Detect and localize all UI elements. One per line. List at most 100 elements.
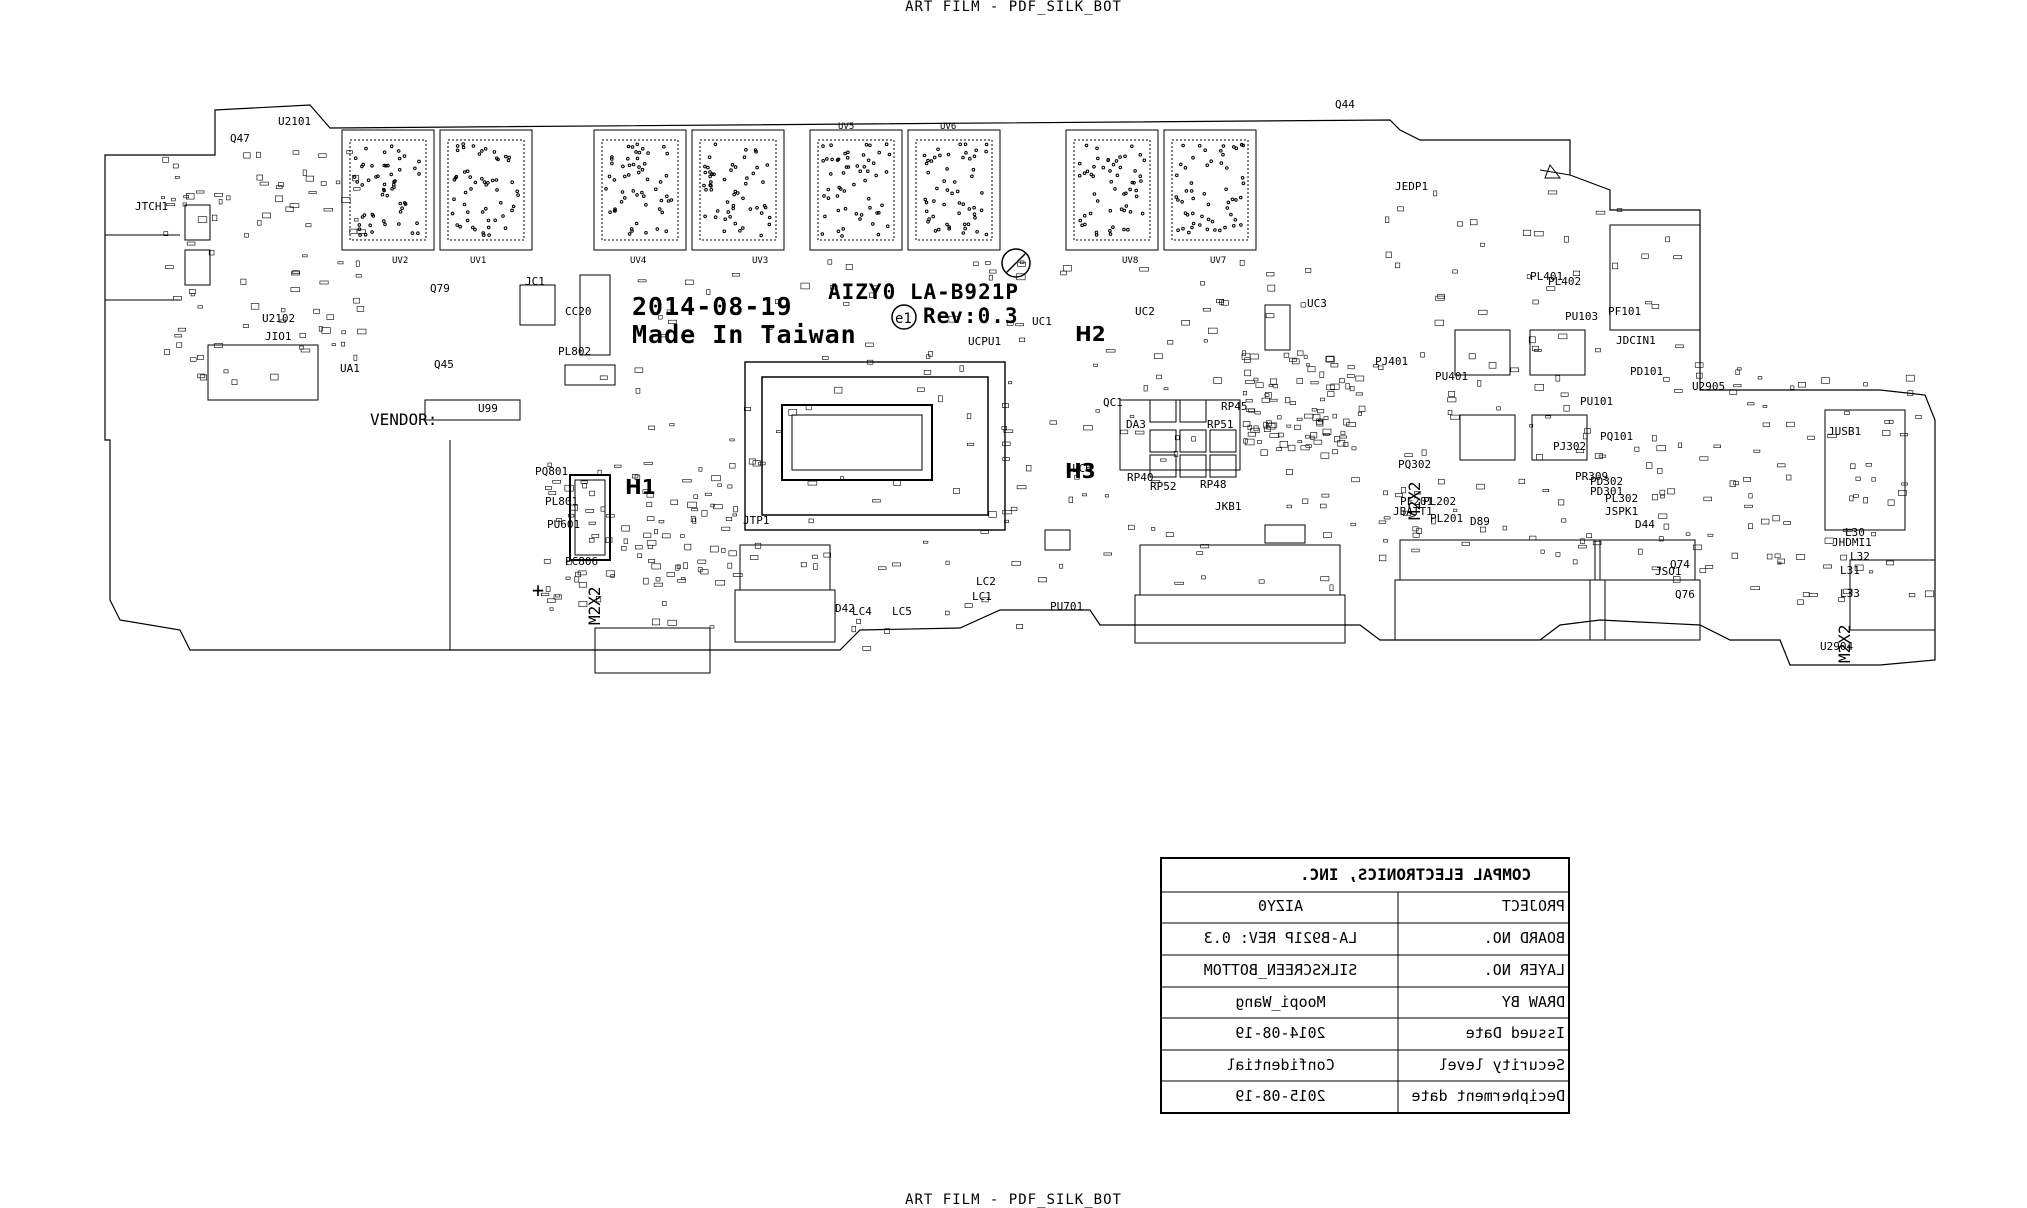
solder-pad-marker [858,217,862,221]
smd-component-marker [243,152,251,159]
smd-component-marker [964,603,973,608]
solder-pad-marker [947,225,952,229]
smd-component-marker [1470,219,1478,226]
smd-component-marker [1270,378,1278,385]
solder-pad-marker [486,181,490,185]
component-label: UC2 [1135,305,1155,318]
smd-component-marker [1594,453,1603,459]
solder-pad-marker [964,151,968,155]
smd-component-marker [568,513,575,518]
smd-component-marker [1452,269,1458,274]
smd-component-marker [1437,294,1445,299]
solder-pad-marker [931,214,936,219]
solder-pad-marker [709,187,714,192]
smd-component-marker [884,628,890,634]
smd-component-marker [340,341,345,347]
solder-pad-marker [1197,143,1202,148]
smd-component-marker [1258,579,1265,584]
solder-pad-marker [932,199,936,203]
smd-component-marker [569,504,579,511]
smd-component-marker [1250,427,1260,433]
solder-pad-marker [1128,210,1133,214]
title-block-value: Confidential [1226,1056,1335,1074]
solder-pad-marker [1221,152,1225,157]
smd-component-marker [1412,532,1420,538]
solder-pad-marker [1206,217,1211,222]
solder-pad-marker [658,180,663,184]
solder-pad-marker [366,178,371,182]
smd-component-marker [319,280,329,285]
smd-component-marker [1268,384,1273,387]
smd-component-marker [1018,337,1025,343]
smd-component-marker [684,279,694,285]
solder-pad-marker [610,161,614,166]
solder-pad-marker [836,229,841,234]
smd-component-marker [733,506,738,513]
smd-component-marker [1242,421,1251,427]
smd-component-marker [1404,453,1413,458]
smd-component-marker [660,333,667,338]
smd-component-marker [1675,344,1684,348]
smd-component-marker [1244,369,1251,377]
smd-component-marker [1300,302,1306,308]
smd-component-marker [308,191,317,194]
smd-component-marker [1595,210,1606,215]
solder-pad-marker [961,202,966,206]
smd-component-marker [1219,298,1224,305]
smd-component-marker [1558,333,1568,340]
component-label: Q76 [1675,588,1695,601]
solder-pad-marker [495,188,499,192]
smd-component-marker [1135,430,1145,435]
solder-pad-marker [1091,174,1095,178]
smd-component-marker [595,595,602,603]
component-label: PJ302 [1553,440,1586,453]
solder-pad-marker [623,196,627,200]
solder-pad-marker [973,216,977,220]
solder-pad-marker [1224,187,1228,192]
smd-component-marker [1203,339,1208,343]
solder-pad-marker [926,158,930,163]
solder-pad-marker [826,196,831,200]
solder-pad-marker [829,172,833,176]
solder-pad-marker [382,150,387,155]
title-block-label: Security level [1438,1056,1565,1074]
smd-component-marker [176,342,183,348]
solder-pad-marker [1225,166,1229,170]
solder-pad-marker [637,150,642,155]
solder-pad-marker [644,231,648,235]
smd-component-marker [1412,526,1419,532]
solder-pad-marker [826,187,831,192]
smd-component-marker [552,480,562,484]
solder-pad-marker [846,150,850,155]
solder-pad-marker [1183,166,1188,170]
component-label: RP45 [1221,400,1248,413]
smd-component-marker [698,467,703,472]
solder-pad-marker [486,218,491,223]
smd-component-marker [1265,392,1272,399]
smd-component-marker [1163,387,1169,391]
smd-component-marker [588,537,595,543]
smd-component-marker [684,543,692,551]
smd-component-marker [1468,353,1476,360]
solder-pad-marker [709,180,713,184]
component-label: PL302 [1605,492,1638,505]
solder-pad-marker [884,170,889,174]
smd-component-marker [1264,393,1270,397]
smd-component-marker [1747,402,1755,406]
smd-component-marker [1448,390,1455,397]
smd-component-marker [1496,406,1501,411]
solder-pad-marker [506,158,511,163]
component-label: UC1 [1032,315,1052,328]
smd-component-marker [1871,532,1876,537]
smd-component-marker [1351,477,1360,483]
component-label: PL202 [1423,495,1456,508]
smd-component-marker [1316,418,1323,425]
solder-pad-marker [1180,200,1184,204]
smd-component-marker [1167,340,1174,345]
solder-pad-marker [1122,208,1126,213]
solder-pad-marker [610,157,614,161]
smd-component-marker [989,269,997,274]
solder-pad-marker [398,210,403,214]
smd-component-marker [1221,300,1229,306]
smd-component-marker [1289,401,1296,405]
